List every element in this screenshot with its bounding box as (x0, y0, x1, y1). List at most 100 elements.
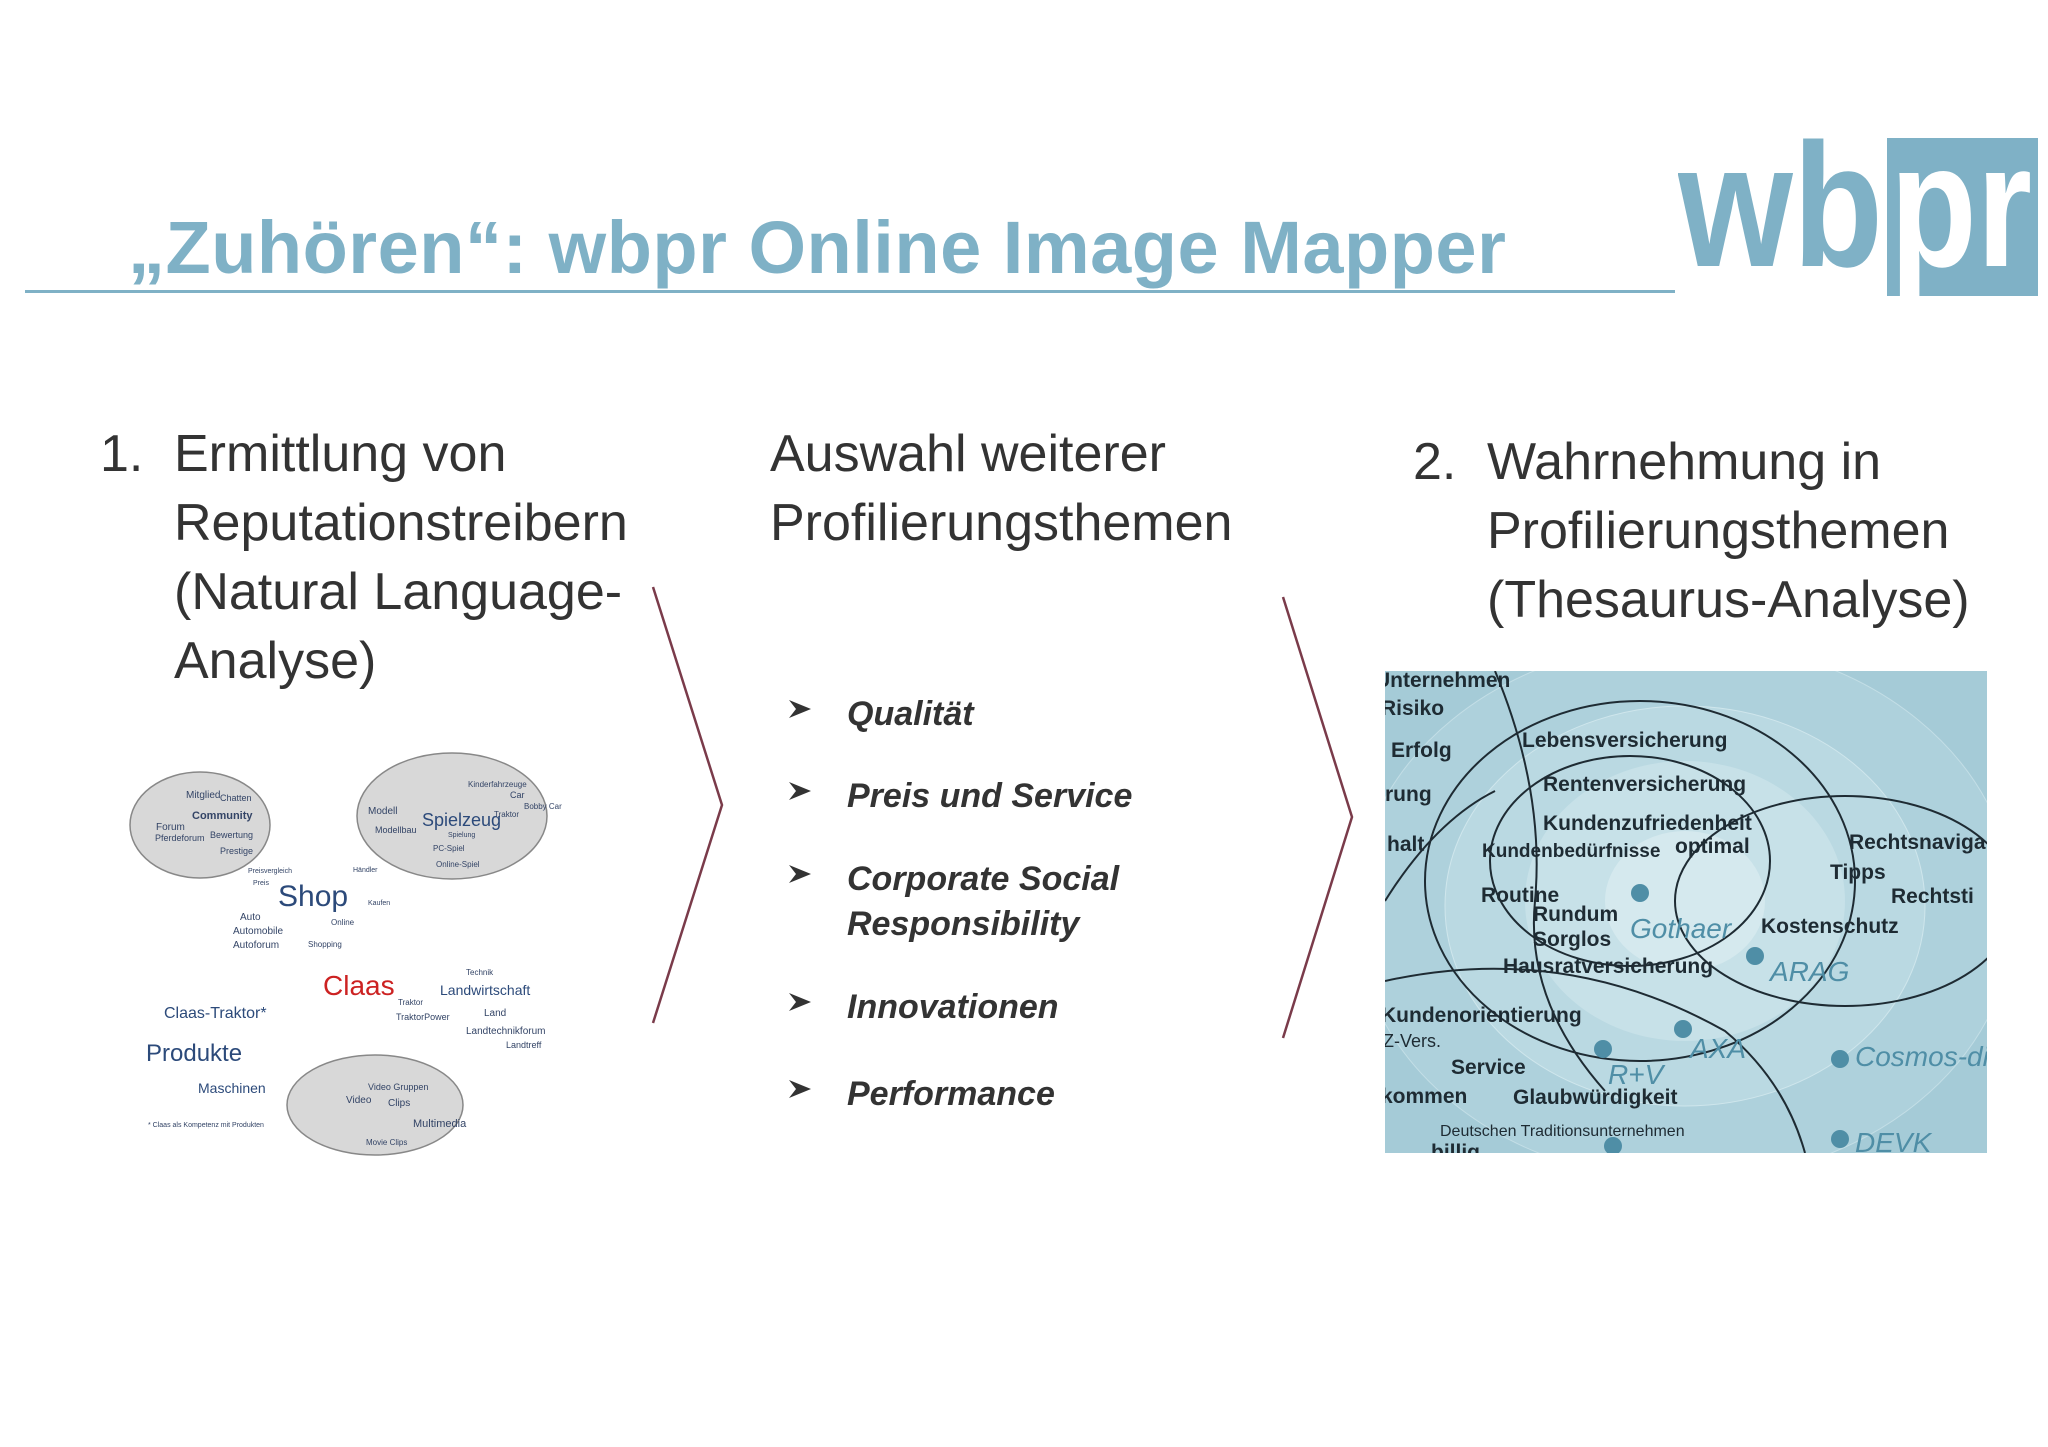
thesaurus-word: Routine (1481, 884, 1560, 907)
cloud-word: Preisvergleich (248, 868, 292, 875)
cloud-word: Chatten (220, 793, 252, 803)
thesaurus-word: Tipps (1830, 861, 1886, 884)
logo-wb: wb (1678, 138, 1883, 296)
column2-heading: Auswahl weiterer Profilierungsthemen (770, 420, 1232, 558)
thesaurus-word: Hausratversicherung (1503, 955, 1714, 978)
bullet-label: Responsibility (847, 905, 1080, 943)
column3-heading: 2.Wahrnehmung in Profilierungsthemen (Th… (1413, 428, 1970, 635)
cloud-word: Auto (240, 912, 261, 923)
thesaurus-word: Rentenversicherung (1543, 773, 1747, 796)
column2-line-1: Auswahl weiterer (770, 425, 1166, 483)
page-title: „Zuhören“: wbpr Online Image Mapper (128, 206, 1507, 289)
brand-label: R+V (1608, 1059, 1664, 1090)
cloud-word: Claas (323, 970, 395, 1001)
arrowhead-bullet-icon (789, 782, 811, 800)
bullet-label: Corporate Social (847, 860, 1120, 898)
thesaurus-map: Unternehmen Risiko Erfolg Lebensversiche… (1385, 671, 1987, 1153)
column3-line-1: Wahrnehmung in (1487, 433, 1882, 491)
cloud-word: Movie Clips (366, 1138, 408, 1147)
cloud-word: Modellbau (375, 825, 417, 835)
thesaurus-word: Erfolg (1391, 739, 1452, 762)
logo-pr: pr (1890, 138, 2032, 296)
cloud-word: Landtechnikforum (466, 1026, 546, 1037)
cloud-word: Video Gruppen (368, 1082, 429, 1092)
cloud-word: Community (192, 810, 253, 822)
brand-label: DEVK (1855, 1127, 1932, 1153)
cloud-word: Land (484, 1008, 507, 1019)
cloud-word: Produkte (146, 1040, 243, 1067)
cloud-word: TraktorPower (396, 1012, 450, 1022)
thesaurus-word: billig (1431, 1141, 1480, 1153)
brand-label: Cosmos-di (1855, 1041, 1987, 1072)
cloud-word: Modell (368, 806, 398, 817)
cloud-word: Landwirtschaft (440, 982, 531, 998)
column1-line-1: Ermittlung von (174, 425, 507, 483)
cloud-word: * Claas als Kompetenz mit Produkten (148, 1122, 264, 1129)
cloud-word: Preis (253, 880, 269, 887)
cloud-word: Kinderfahrzeuge (468, 780, 527, 789)
cloud-word: Spielzeug (422, 810, 502, 830)
cloud-word: Pferdeforum (155, 833, 205, 843)
cloud-word: Forum (156, 822, 185, 833)
cloud-word: Online (331, 918, 355, 927)
cloud-word: Kaufen (368, 900, 391, 907)
arrowhead-bullet-icon (789, 1080, 811, 1098)
cloud-word: Claas-Traktor* (164, 1005, 267, 1022)
brand-label: Gothaer (1630, 913, 1732, 944)
column3-line-3: (Thesaurus-Analyse) (1487, 571, 1970, 629)
wbpr-logo: wb pr (1678, 138, 2038, 296)
bullet-label: Qualität (847, 695, 974, 733)
column1-number: 1. (100, 425, 144, 483)
cloud-word: Shopping (308, 940, 342, 949)
column1-line-3: (Natural Language- (174, 563, 623, 621)
cloud-word: Landtreff (506, 1040, 542, 1050)
thesaurus-word: rung (1385, 783, 1432, 806)
thesaurus-word: Kundenorientierung (1385, 1004, 1582, 1027)
thesaurus-word: Kundenbedürfnisse (1482, 841, 1661, 862)
cloud-word: Spielung (448, 832, 476, 839)
brand-label: AXA (1690, 1033, 1747, 1064)
thesaurus-word: Glaubwürdigkeit (1513, 1086, 1678, 1109)
cloud-word: Bewertung (210, 830, 254, 840)
cloud-word: Prestige (220, 846, 254, 856)
cloud-word: Video (346, 1095, 372, 1106)
column1-line-4: Analyse) (174, 632, 377, 690)
word-cloud: Mitglied Chatten Community Forum Pferdef… (128, 750, 588, 1160)
column1-heading: 1. Ermittlung von Reputationstreibern (Na… (100, 420, 628, 696)
brand-label: ARAG (1770, 956, 1850, 987)
arrowhead-bullet-icon (789, 993, 811, 1011)
cloud-word: Multimedia (413, 1118, 467, 1130)
thesaurus-word: optimal (1675, 835, 1750, 858)
thesaurus-word: Kundenzufriedenheit (1543, 812, 1752, 835)
cloud-word: Traktor (398, 998, 424, 1007)
bullet-label: Preis und Service (847, 777, 1133, 815)
process-arrow-1 (651, 586, 724, 1024)
process-arrow-2 (1281, 596, 1354, 1039)
thesaurus-word: Deutschen Traditionsunternehmen (1440, 1123, 1685, 1140)
thesaurus-word: Rechtsnaviga (1849, 831, 1986, 854)
thesaurus-word: halt (1387, 833, 1425, 856)
thesaurus-word: Rundum (1533, 903, 1619, 926)
column3-line-2: Profilierungsthemen (1487, 502, 1950, 560)
title-underline (25, 290, 1675, 293)
thesaurus-word: Sorglos (1533, 928, 1612, 951)
cloud-word: Technik (466, 968, 494, 977)
thesaurus-word: Risiko (1385, 697, 1445, 720)
arrowhead-bullet-icon (789, 700, 811, 718)
column2-line-2: Profilierungsthemen (770, 494, 1233, 552)
cloud-word: Online-Spiel (436, 860, 480, 869)
cloud-word: Mitglied (186, 790, 221, 801)
cloud-word: Clips (388, 1098, 411, 1109)
thesaurus-word: Kostenschutz (1761, 915, 1899, 938)
cloud-word: Traktor (494, 810, 520, 819)
cloud-word: Car (510, 790, 525, 800)
thesaurus-word: Rechtsti (1891, 885, 1974, 908)
thesaurus-word: Service (1451, 1056, 1526, 1079)
cloud-word: Automobile (233, 926, 284, 937)
cloud-word: Bobby Car (524, 802, 562, 811)
cloud-word: Maschinen (198, 1080, 266, 1096)
thesaurus-word: Z-Vers. (1385, 1031, 1442, 1051)
arrowhead-bullet-icon (789, 865, 811, 883)
cloud-word: Autoforum (233, 940, 280, 951)
column1-line-2: Reputationstreibern (174, 494, 628, 552)
